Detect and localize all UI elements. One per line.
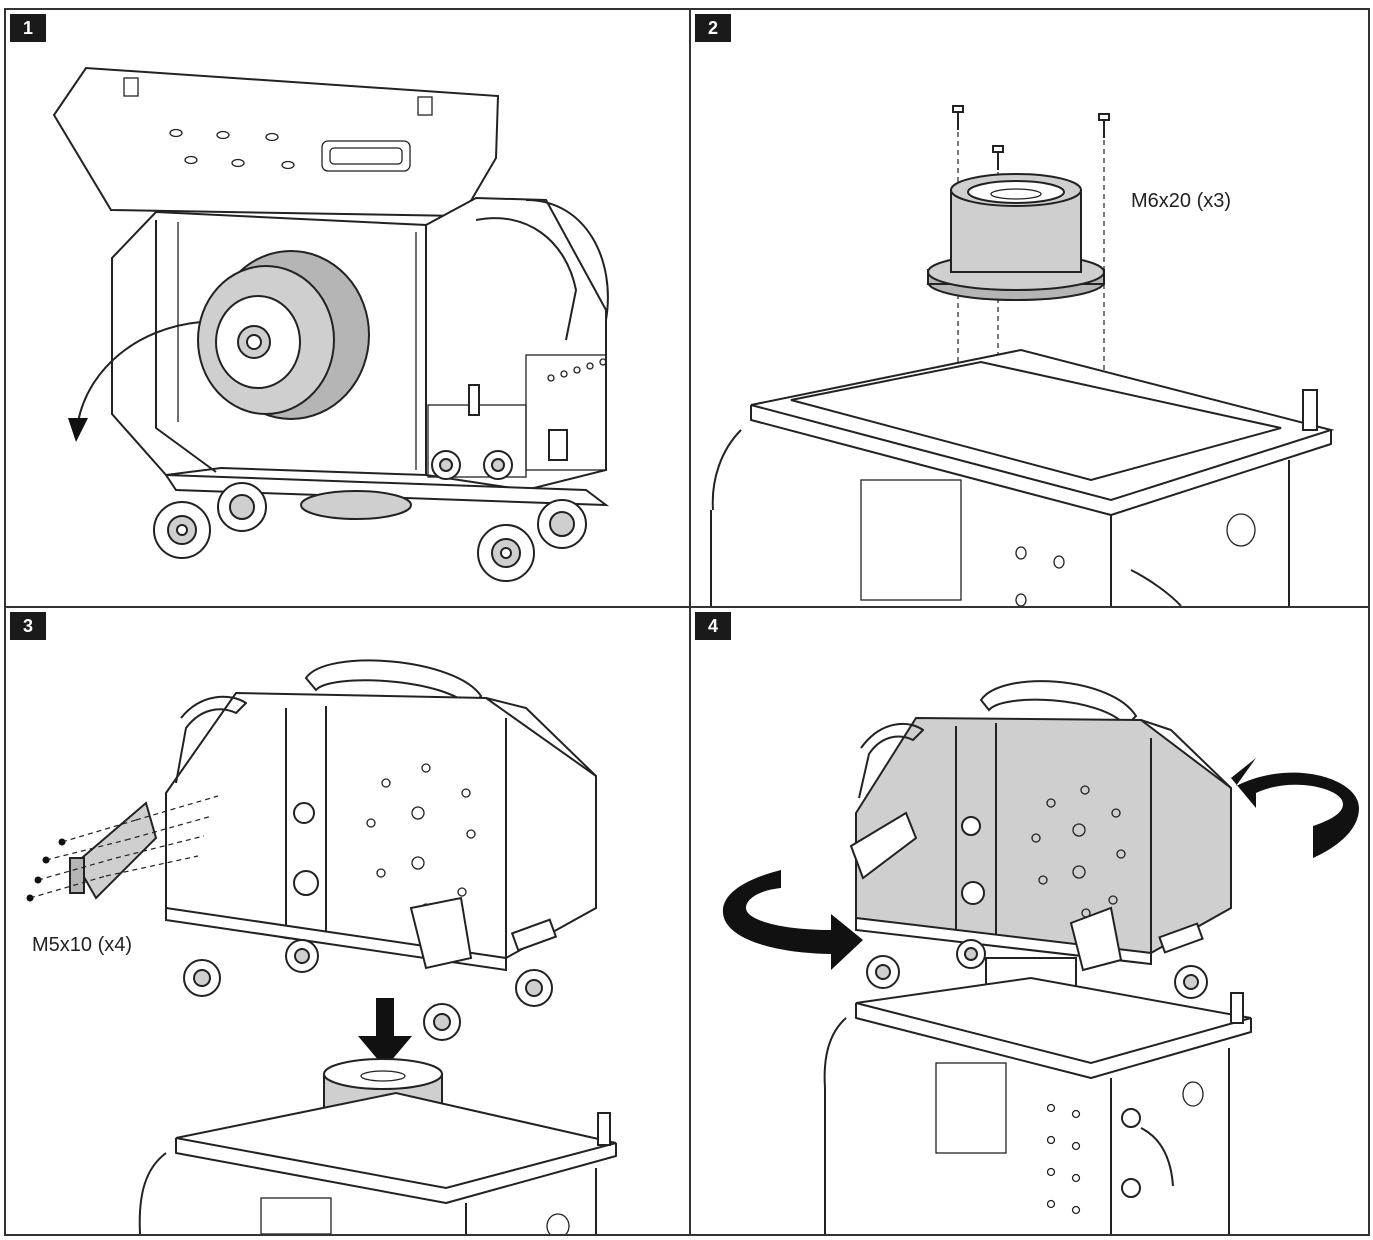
screw-spec-label: M5x10 (x4) <box>32 934 133 956</box>
step-2-illustration <box>710 105 1335 606</box>
step-1-badge: 1 <box>10 14 46 42</box>
step-2-panel: 2 M6x20 (x3) <box>691 10 1368 606</box>
step-4-badge: 4 <box>695 612 731 640</box>
step-4-illustration <box>722 680 1359 1234</box>
panel-divider-horizontal <box>6 606 1368 608</box>
screw-icon <box>952 105 1110 170</box>
step-3-badge: 3 <box>10 612 46 640</box>
instruction-grid: 1 <box>4 8 1370 1236</box>
step-1-illustration <box>52 66 610 582</box>
panel-divider-vertical <box>689 10 691 1234</box>
screw-spec-label: M6x20 (x3) <box>1131 190 1232 212</box>
step-1-panel: 1 <box>6 10 689 606</box>
step-4-panel: 4 <box>691 608 1368 1234</box>
step-3-panel: 3 M5x10 (x4) <box>6 608 689 1234</box>
step-3-illustration <box>26 659 617 1234</box>
step-2-badge: 2 <box>695 14 731 42</box>
